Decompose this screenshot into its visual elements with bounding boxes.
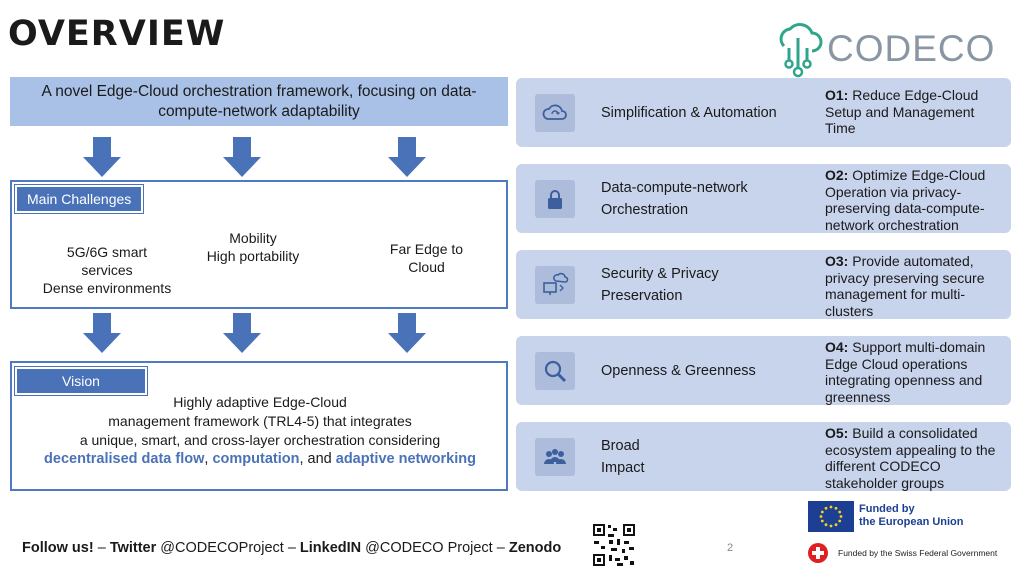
objective-row: Simplification & Automation O1: Reduce E… (516, 78, 1011, 147)
social-footer: Follow us! – Twitter @CODECOProject – Li… (22, 540, 562, 556)
vision-statement: Highly adaptive Edge-Cloud management fr… (44, 394, 476, 467)
swiss-flag-icon (808, 543, 828, 563)
banner-line-1: A novel Edge-Cloud orchestration framewo… (41, 83, 477, 100)
objective-text: O4: Support multi-domain Edge Cloud oper… (825, 339, 986, 405)
challenge-item: Mobility High portability (206, 230, 300, 264)
challenge-item: 5G/6G smart services Dense environments (42, 244, 172, 296)
challenges-box: Main Challenges 5G/6G smart services Den… (10, 180, 508, 309)
zenodo-link[interactable]: Zenodo (508, 540, 562, 556)
magnifier-icon (535, 352, 575, 390)
vision-label: Vision (14, 366, 148, 396)
vision-highlight: adaptive networking (335, 451, 476, 467)
codeco-logo: CODECO (772, 20, 1002, 78)
down-arrow-icon (388, 313, 426, 353)
objective-text: O5: Build a consolidated ecosystem appea… (825, 425, 996, 491)
objective-name: Simplification & Automation (601, 105, 777, 121)
eu-flag-icon (808, 501, 854, 532)
cloud-computer-icon (535, 266, 575, 304)
vision-box: Vision Highly adaptive Edge-Cloud manage… (10, 361, 508, 491)
people-icon (535, 438, 575, 476)
eu-funding-text: Funded by the European Union (859, 503, 964, 528)
cloud-sync-icon (535, 94, 575, 132)
lock-icon (535, 180, 575, 218)
page-number: 2 (727, 542, 734, 554)
swiss-funding-text: Funded by the Swiss Federal Government (838, 548, 998, 558)
page-title: OVERVIEW (8, 14, 226, 54)
vision-highlight: decentralised data flow (44, 451, 205, 467)
objective-text: O1: Reduce Edge-Cloud Setup and Manageme… (825, 87, 979, 136)
objective-text: O2: Optimize Edge-Cloud Operation via pr… (825, 167, 986, 233)
challenges-label: Main Challenges (13, 184, 145, 214)
twitter-link[interactable]: Twitter (109, 540, 157, 556)
down-arrow-icon (83, 137, 121, 177)
down-arrow-icon (223, 313, 261, 353)
logo-text: CODECO (827, 28, 996, 69)
down-arrow-icon (388, 137, 426, 177)
codeco-cloud-icon (779, 23, 823, 78)
objective-name: Openness & Greenness (601, 363, 756, 379)
down-arrow-icon (83, 313, 121, 353)
banner-line-2: compute-network adaptability (158, 103, 360, 120)
down-arrow-icon (223, 137, 261, 177)
vision-highlight: computation (212, 451, 300, 467)
objective-row: Openness & Greenness O4: Support multi-d… (516, 336, 1011, 405)
qr-code-icon[interactable] (591, 522, 637, 568)
linkedin-link[interactable]: LinkedIN (299, 540, 362, 556)
challenge-item: Far Edge to Cloud (389, 241, 464, 275)
objective-text: O3: Provide automated, privacy preservin… (825, 253, 985, 319)
intro-banner: A novel Edge-Cloud orchestration framewo… (10, 77, 508, 126)
